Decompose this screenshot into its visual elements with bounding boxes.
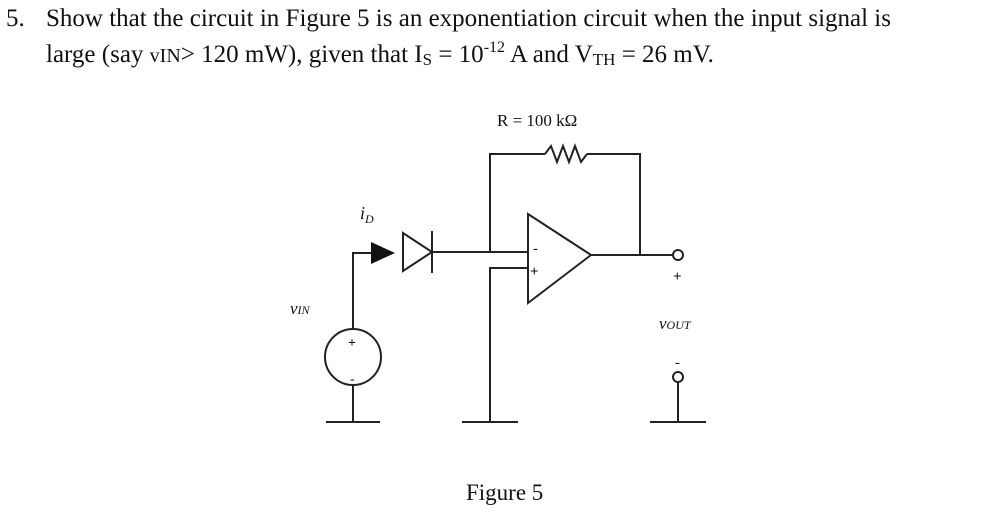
text-26mv: = 26 mV.: [615, 41, 714, 68]
output-minus-sign: -: [675, 355, 680, 371]
figure-caption: Figure 5: [466, 480, 544, 505]
feedback-wire-left: [489, 153, 545, 252]
diode-current-arrow: [371, 242, 395, 264]
exponent: -12: [483, 39, 506, 56]
source-minus-sign: -: [350, 372, 355, 387]
text-threshold: > 120 mW), given that I: [180, 41, 423, 68]
input-wire: [352, 252, 378, 329]
feedback-wire-right: [587, 153, 641, 255]
output-plus-sign: +: [673, 269, 682, 285]
text-equals-ten: = 10: [432, 41, 484, 68]
output-terminal-plus: [672, 249, 684, 261]
var-is-sub: S: [422, 50, 433, 69]
opamp-symbol: [527, 212, 593, 306]
diode-current-label: iD: [360, 203, 374, 226]
input-voltage-label: vIN: [290, 299, 311, 318]
source-plus-sign: +: [348, 336, 356, 351]
problem-line-2: large (say vIN> 120 mW), given that IS =…: [46, 33, 714, 74]
var-v: v: [149, 45, 160, 67]
diode-symbol: [402, 231, 434, 273]
noninverting-wire: [489, 267, 528, 422]
resistor-label: R = 100 kΩ: [497, 111, 577, 130]
problem-line-1: Show that the circuit in Figure 5 is an …: [46, 5, 891, 32]
output-terminal-minus: [672, 371, 684, 383]
text-large-say: large (say: [46, 41, 150, 68]
output-voltage-label: vOUT: [659, 314, 692, 333]
opamp-plus-sign: +: [530, 264, 539, 280]
problem-number: 5.: [6, 5, 25, 32]
var-vth-sub: TH: [592, 50, 616, 69]
opamp-minus-sign: -: [533, 241, 538, 257]
var-vin-sub: IN: [159, 45, 181, 67]
text-amp-and-v: A and V: [505, 41, 593, 68]
feedback-resistor: [544, 143, 588, 165]
